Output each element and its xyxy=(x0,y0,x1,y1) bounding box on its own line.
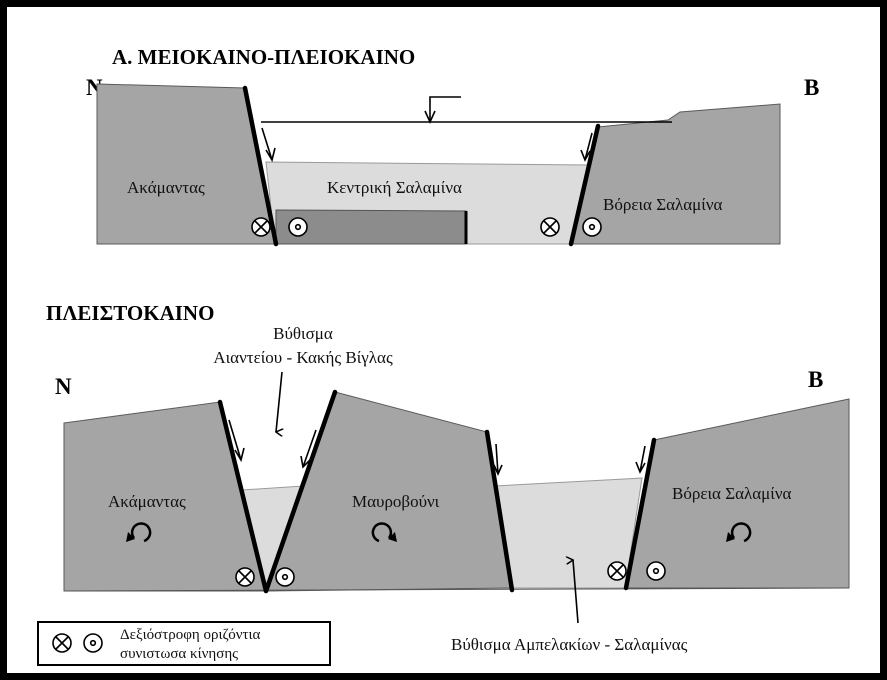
top-left-block-label: Ακάμαντας xyxy=(127,178,205,197)
top-center-basin-label: Κεντρική Σαλαμίνα xyxy=(327,178,462,197)
rotation-counterclockwise-icon xyxy=(126,522,152,543)
lower-basin-pointer xyxy=(573,560,579,624)
legend-symbols xyxy=(52,633,103,653)
bottom-right-fault xyxy=(623,437,657,591)
bottom-left-fault xyxy=(217,399,269,594)
rotation-counterclockwise-icon-right xyxy=(726,522,752,543)
upper-basin-label-line1: Βύθισμα xyxy=(273,324,333,343)
bottom-left-dextral-symbols xyxy=(235,567,295,587)
bottom-left-fault-arrow xyxy=(228,419,245,463)
bottom-right-dextral-symbols xyxy=(607,561,666,581)
bottom-right-center-fault xyxy=(484,429,515,593)
rotation-clockwise-icon xyxy=(371,522,397,543)
top-right-fault-arrow xyxy=(580,132,593,162)
upper-basin-label-line2: Αιαντείου - Κακής Βίγλας xyxy=(213,348,393,367)
top-right-direction: Β xyxy=(804,75,819,100)
bottom-right-direction: Β xyxy=(808,367,823,392)
bottom-base-line xyxy=(63,587,850,592)
top-right-block-label: Βόρεια Σαλαμίνα xyxy=(603,195,723,214)
top-right-fault xyxy=(568,123,601,247)
upper-basin-pointer xyxy=(276,371,282,432)
top-left-fault-arrow xyxy=(261,127,276,163)
bottom-left-block-label: Ακάμαντας xyxy=(108,492,186,511)
bottom-middle-block-label: Μαυροβούνι xyxy=(352,492,440,511)
top-right-block xyxy=(569,103,781,245)
top-section-marker xyxy=(429,96,461,122)
bottom-panel-title: ΠΛΕΙΣΤΟΚΑΙΝΟ xyxy=(46,301,214,325)
top-panel-title: Α. ΜΕΙΟΚΑΙΝΟ-ΠΛΕΙΟΚΑΙΝΟ xyxy=(112,45,415,69)
bottom-right-block-label: Βόρεια Σαλαμίνα xyxy=(672,484,792,503)
top-right-dextral-symbols xyxy=(540,217,602,237)
top-left-fault xyxy=(242,85,279,247)
bottom-middle-fault-arrow xyxy=(300,429,317,469)
legend-line1: Δεξιόστροφη οριζόντια xyxy=(120,627,261,643)
lower-basin-label: Βύθισμα Αμπελακίων - Σαλαμίνας xyxy=(451,635,688,654)
bottom-right-center-fault-arrow xyxy=(493,443,503,476)
legend-line2: συνιστωσα κίνησης xyxy=(120,646,238,662)
bottom-left-direction: Ν xyxy=(55,374,72,399)
bottom-right-fault-arrow xyxy=(635,445,646,474)
top-left-dextral-symbols xyxy=(251,217,308,237)
top-section-marker-head xyxy=(424,110,436,124)
bottom-middle-fault xyxy=(263,389,338,594)
